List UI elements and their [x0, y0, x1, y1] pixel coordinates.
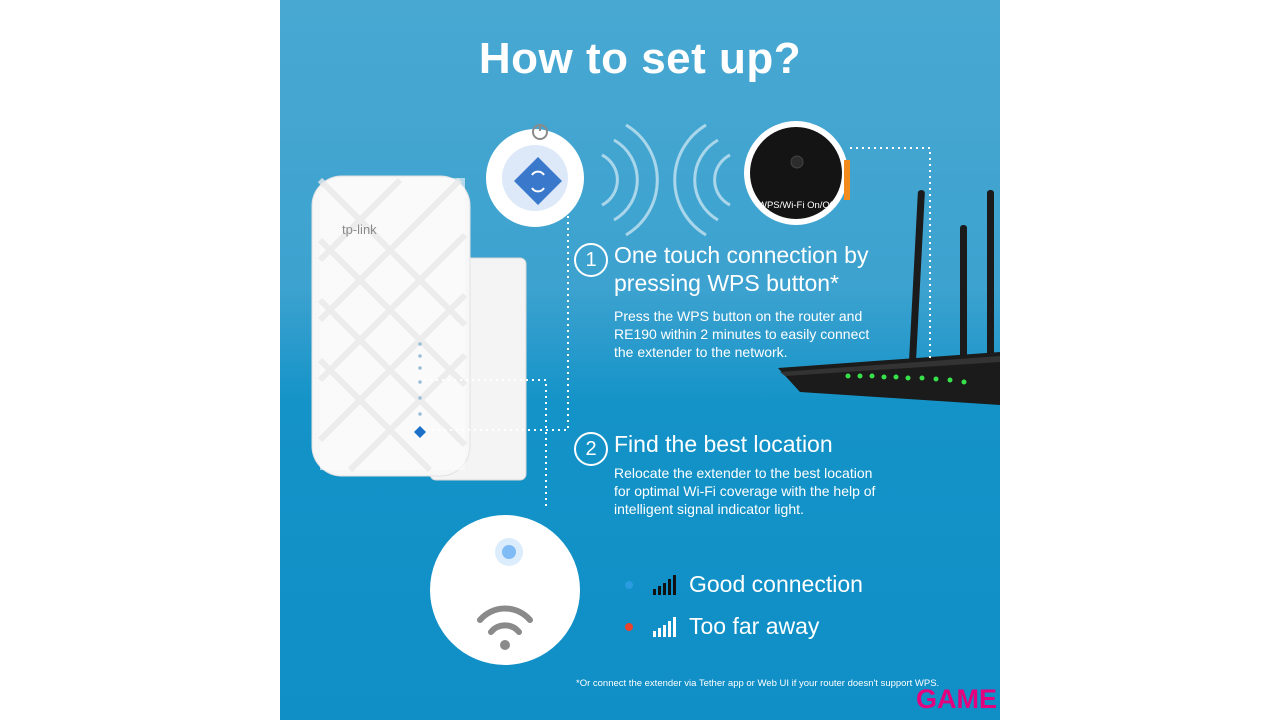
step-2-desc-line2: for optimal Wi-Fi coverage with the help… — [614, 483, 876, 499]
good-status-dot — [625, 580, 633, 589]
illustration-layer — [311, 121, 1000, 665]
product-infographic: How to set up? — [280, 0, 1000, 720]
wps-signal-waves — [601, 123, 731, 237]
step-1-heading-line1: One touch connection by — [614, 242, 869, 268]
extender-wps-button-closeup — [486, 124, 584, 227]
router-wps-button-closeup — [744, 121, 850, 225]
signal-indicator-closeup — [430, 515, 580, 665]
legend-good-connection: Good connection — [625, 571, 863, 598]
router-device — [778, 190, 1000, 405]
page-title: How to set up? — [478, 34, 802, 83]
step-1-desc-line1: Press the WPS button on the router and — [614, 308, 863, 324]
step-2-desc-line1: Relocate the extender to the best locati… — [614, 465, 873, 481]
extender-device — [311, 175, 471, 477]
footnote: *Or connect the extender via Tether app … — [576, 678, 940, 689]
legend-label: Good connection — [689, 571, 863, 597]
signal-bars-icon — [653, 574, 676, 595]
store-logo: GAME — [916, 684, 997, 714]
router-button-label: WPS/Wi-Fi On/Off — [758, 200, 835, 211]
signal-bars-icon — [653, 616, 676, 637]
brand-logo: tp-link — [342, 222, 377, 237]
step-2-desc-line3: intelligent signal indicator light. — [614, 501, 804, 517]
step-2-heading: Find the best location — [614, 431, 833, 457]
step-1-desc-line2: RE190 within 2 minutes to easily connect — [614, 326, 870, 342]
connector-lines — [424, 147, 931, 510]
step-1-desc-line3: the extender to the network. — [614, 344, 788, 360]
step-1-heading-line2: pressing WPS button* — [614, 270, 840, 296]
step-2-number: 2 — [574, 432, 608, 466]
legend-too-far-away: Too far away — [625, 613, 819, 640]
bad-status-dot — [625, 622, 633, 631]
step-1-number: 1 — [574, 243, 608, 277]
legend-label: Too far away — [689, 613, 820, 639]
